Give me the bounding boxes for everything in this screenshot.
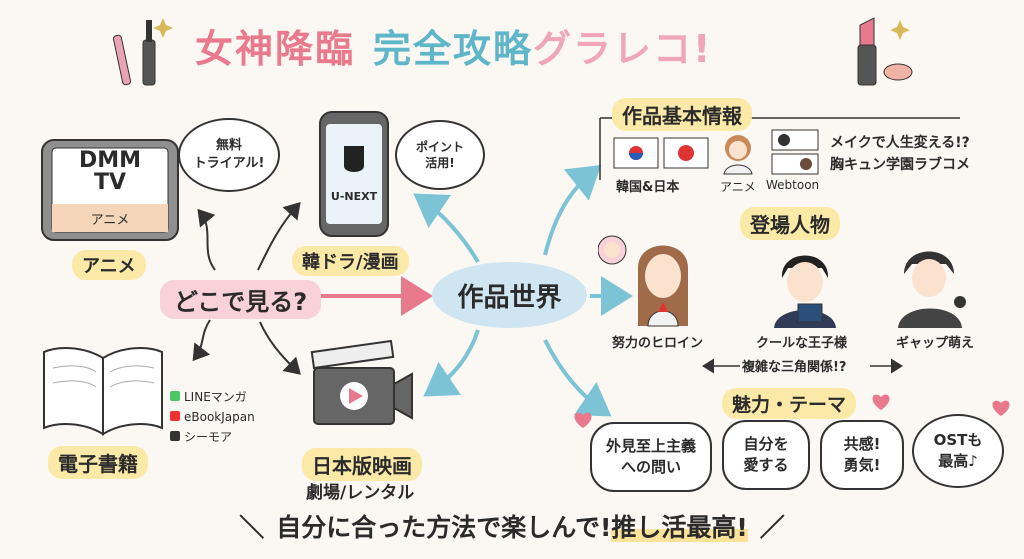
theme-bubble-lookism: 外見至上主義 への問い xyxy=(590,422,712,492)
dmm-caption: アニメ xyxy=(72,250,146,280)
unext-logo: U-NEXT xyxy=(330,190,378,203)
arrow-center-to-themes xyxy=(543,339,612,417)
heroine-icon xyxy=(598,235,688,327)
tagline-1: メイクで人生変える!? xyxy=(830,135,970,151)
arrow-to-film xyxy=(259,321,301,375)
arrow-center-to-info xyxy=(543,165,602,256)
character-prince: クールな王子様 xyxy=(756,336,848,351)
footer-slash-left: ＼ xyxy=(239,513,265,542)
unext-bubble: ポイント 活用! xyxy=(395,120,485,190)
ebook-service-ebookjapan: eBookJapan xyxy=(170,407,255,427)
ebook-service-line: LINEマンガ xyxy=(170,387,255,407)
format-webtoon: Webtoon xyxy=(766,178,820,192)
line-manga-icon xyxy=(170,391,180,401)
character-heroine: 努力のヒロイン xyxy=(612,336,704,351)
footer-message: ＼ 自分に合った方法で楽しんで!推し活最高! ／ xyxy=(0,508,1024,544)
lipstick-icon xyxy=(857,17,913,86)
info-heading: 作品基本情報 xyxy=(612,98,752,131)
gap-idol-icon xyxy=(898,251,966,328)
arrow-to-ebook xyxy=(192,319,211,362)
dmm-logo-line1: DMM xyxy=(78,148,142,173)
unext-caption: 韓ドラ/漫画 xyxy=(292,246,409,276)
page-title: 女神降臨完全攻略グラレコ! xyxy=(195,18,712,73)
arrow-center-to-unext xyxy=(413,193,480,264)
theme-bubble-ost: OSTも 最高♪ xyxy=(912,414,1004,488)
ebook-service-name: eBookJapan xyxy=(184,410,255,424)
video-camera-icon xyxy=(310,340,413,425)
character-gap: ギャップ萌え xyxy=(896,336,975,351)
dmm-bubble: 無料 トライアル! xyxy=(178,118,280,192)
heart-icon xyxy=(872,394,890,410)
where-to-watch: どこで見る? xyxy=(160,280,322,319)
center-node: 作品世界 xyxy=(432,262,587,328)
arrow-to-unext xyxy=(257,202,301,271)
prince-icon xyxy=(774,255,836,328)
arrow-to-dmm xyxy=(197,208,216,271)
theme-bubble-courage: 共感! 勇気! xyxy=(820,420,904,490)
mascara-icon xyxy=(112,18,173,86)
footer-highlight: 推し活最高! xyxy=(611,513,748,542)
theme-bubble-self-love: 自分を 愛する xyxy=(722,420,810,490)
relation-label: 複雑な三角関係!? xyxy=(742,360,847,375)
country-flags-icon xyxy=(613,137,709,169)
characters-heading: 登場人物 xyxy=(740,207,840,240)
ebook-service-name: LINEマンガ xyxy=(184,390,247,404)
tagline-2: 胸キュン学園ラブコメ xyxy=(830,157,970,173)
webtoon-panels-icon xyxy=(771,129,819,175)
dmm-tv-logo: DMM TV xyxy=(72,150,148,194)
film-subcaption: 劇場/レンタル xyxy=(306,483,415,503)
cmoa-icon xyxy=(170,431,180,441)
ebook-service-name: シーモア xyxy=(184,430,233,444)
themes-heading: 魅力・テーマ xyxy=(722,388,857,419)
ebookjapan-icon xyxy=(170,411,180,421)
footer-text: 自分に合った方法で楽しんで! xyxy=(276,513,612,542)
film-caption: 日本版映画 xyxy=(302,448,422,481)
title-part1: 女神降臨 xyxy=(195,27,356,71)
title-part2: 完全攻略 xyxy=(373,27,534,71)
smartphone-icon xyxy=(319,111,389,237)
heart-icon xyxy=(574,412,592,428)
ebook-service-list: LINEマンガ eBookJapan シーモア xyxy=(170,387,255,447)
format-anime: アニメ xyxy=(720,180,756,194)
open-book-icon xyxy=(43,347,163,436)
dmm-screen-tag: アニメ xyxy=(90,213,130,228)
title-part3: グラレコ! xyxy=(533,27,713,71)
footer-slash-right: ／ xyxy=(759,513,785,542)
anime-girl-icon xyxy=(723,135,753,175)
ebook-service-cmoa: シーモア xyxy=(170,427,255,447)
origin-caption: 韓国&日本 xyxy=(616,180,680,195)
heart-icon xyxy=(992,400,1010,416)
ebook-caption: 電子書籍 xyxy=(48,446,148,479)
tablet-icon xyxy=(41,139,179,241)
dmm-logo-line2: TV xyxy=(93,170,127,195)
arrow-center-to-film xyxy=(423,329,480,397)
